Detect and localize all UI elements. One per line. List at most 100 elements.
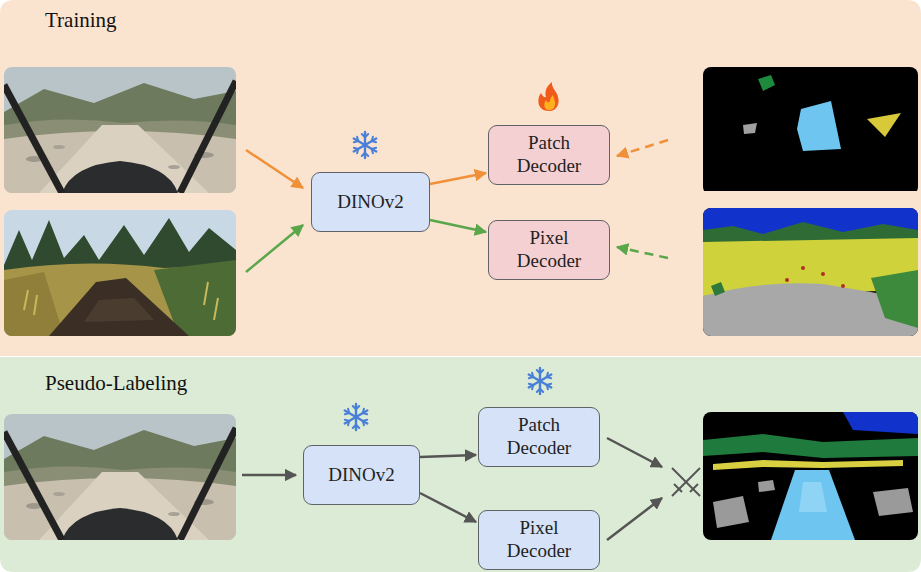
merge-arrows <box>607 438 662 467</box>
dense-label-mask <box>785 278 789 282</box>
box-label: Pixel Decoder <box>493 517 585 563</box>
forest-trail-photo <box>4 210 236 336</box>
training-panel: TrainingDINOv2 Patch DecoderPixel Decoder <box>0 0 921 356</box>
connector-arrow <box>420 493 476 522</box>
merge-arrows <box>607 498 662 540</box>
sparse-label-mask <box>743 123 757 134</box>
connector-arrow <box>430 220 486 232</box>
snowflake-icon <box>345 404 368 430</box>
input-arrows <box>246 150 303 188</box>
snowflake-icon <box>356 406 359 409</box>
forest-trail-photo <box>24 282 218 320</box>
snowflake-icon <box>354 139 365 146</box>
dense-label-mask <box>801 266 805 270</box>
box-label: DINOv2 <box>337 191 404 214</box>
sparse-label-mask <box>703 67 918 191</box>
encoder-box: DINOv2 <box>303 445 420 505</box>
snowflake-icon <box>537 389 540 392</box>
snowflake-icon <box>356 411 367 418</box>
training-panel-ground <box>0 0 921 356</box>
sparse-label-mask <box>758 75 775 91</box>
dense-label-mask <box>821 272 825 276</box>
pseudo-input-photo <box>4 414 236 540</box>
snowflake-icon <box>364 132 366 145</box>
dry-trail-photo <box>4 67 236 193</box>
snowflake-icon <box>529 381 540 388</box>
pseudo-label-output <box>873 488 913 516</box>
snowflake-icon <box>540 370 543 373</box>
pseudo-labeling-panel-ground <box>0 357 921 572</box>
sparse-label-mask <box>867 113 901 137</box>
snowflake-icon <box>529 368 552 394</box>
snowflake-icon <box>372 141 376 142</box>
pseudo-label-output <box>758 480 775 492</box>
snowflake-icon <box>547 385 548 389</box>
snowflake-icon <box>353 425 356 428</box>
pseudo-label-output <box>703 412 918 540</box>
snowflake-icon <box>539 381 541 394</box>
box-label: Patch Decoder <box>493 414 585 460</box>
dense-label-mask <box>703 208 918 336</box>
decoder-box: Pixel Decoder <box>488 220 610 280</box>
sparse-label-mask <box>797 101 841 151</box>
pseudo-label-output <box>703 434 918 458</box>
snowflake-icon <box>365 145 376 152</box>
snowflake-icon <box>363 413 367 414</box>
forest-trail-photo <box>49 278 189 336</box>
encoder-box: DINOv2 <box>311 172 430 232</box>
supervision-arrows <box>617 140 668 156</box>
snowflake-icon <box>372 149 373 153</box>
snowflake-icon <box>356 417 367 424</box>
snowflake-icon <box>529 375 540 382</box>
pseudo-label-output <box>771 470 855 540</box>
pseudo-label-output <box>843 412 918 434</box>
snowflake-icon <box>365 139 376 146</box>
training-panel-ground <box>0 0 921 356</box>
snowflake-icon <box>354 148 358 149</box>
pseudo-labeling-panel-ground <box>0 357 921 572</box>
pseudo-label-output <box>713 496 749 528</box>
snowflake-icon <box>355 404 357 417</box>
snowflake-icon <box>354 145 365 152</box>
snowflake-icon <box>547 377 551 378</box>
dense-label-mask <box>871 270 918 328</box>
crossed-swords-icon <box>672 468 700 496</box>
input-arrows <box>246 225 303 272</box>
merge-arrows <box>607 438 662 540</box>
fire-icon <box>538 82 558 111</box>
box-label: Pixel Decoder <box>503 227 595 273</box>
pseudo-label-output <box>799 482 827 512</box>
snowflake-icon <box>540 381 551 388</box>
crossed-swords-icon <box>690 484 698 492</box>
snowflake-icon <box>348 409 349 413</box>
snowflake-icon <box>357 137 358 141</box>
decoder-box: Pixel Decoder <box>478 510 600 570</box>
dense-label-mask <box>841 284 845 288</box>
decoder-box: Patch Decoder <box>488 125 610 185</box>
snowflake-icon <box>354 132 377 158</box>
snowflake-icon <box>365 134 368 137</box>
input-arrows <box>242 150 303 475</box>
pseudo-label-output <box>713 460 903 470</box>
dry-trail-photo <box>4 67 236 193</box>
input-arrows <box>242 474 296 477</box>
panel-title: Training <box>45 8 117 33</box>
snowflake-icon <box>364 145 366 158</box>
connector-arrow <box>430 173 486 184</box>
snowflake-icon <box>532 373 533 377</box>
pseudo-labeling-panel: Pseudo-LabelingDINOv2Patch DecoderPixel … <box>0 357 921 572</box>
snowflake-icon <box>345 411 356 418</box>
forest-trail-photo <box>84 298 154 322</box>
snowflake-icon <box>362 153 365 156</box>
supervision-arrows <box>617 247 668 258</box>
dense-label-mask <box>711 282 725 296</box>
decoder-box: Patch Decoder <box>478 407 600 467</box>
snowflake-icon <box>539 368 541 381</box>
box-label: Patch Decoder <box>503 132 595 178</box>
forest-trail-photo <box>4 272 64 336</box>
snowflake-icon <box>363 421 364 425</box>
crossed-swords-icon <box>674 484 682 492</box>
